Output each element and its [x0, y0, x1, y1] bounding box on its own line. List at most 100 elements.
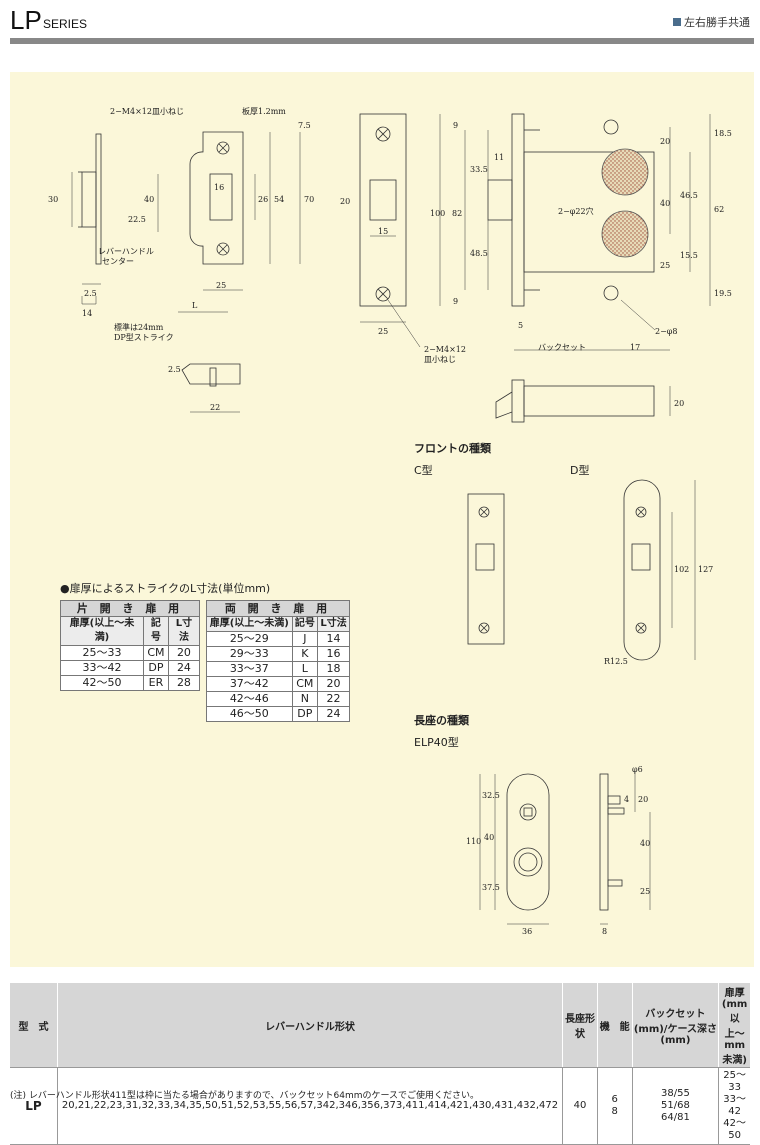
dim-54: 54 — [274, 195, 284, 204]
esc-dim-8: 8 — [602, 927, 607, 936]
dim-19-5: 19.5 — [714, 289, 732, 298]
dim-22-5: 22.5 — [128, 215, 146, 224]
dim-11: 11 — [494, 153, 504, 162]
dim-100: 100 — [430, 209, 445, 218]
esc-dim-40b: 40 — [640, 839, 650, 848]
dim-5: 5 — [518, 321, 523, 330]
dim-25c: 25 — [660, 261, 670, 270]
dim-15: 15 — [378, 227, 388, 236]
hand-badge: 左右勝手共通 — [673, 14, 750, 30]
footnote: (注) レバーハンドル形状411型は枠に当たる場合がありますので、バックセット6… — [10, 1091, 480, 1101]
esc-dim-40: 40 — [484, 833, 494, 842]
col-escutcheon: 長座形状 — [562, 983, 598, 1068]
dim-2-5b: 2.5 — [168, 365, 181, 374]
dim-2-5: 2.5 — [84, 289, 97, 298]
dim-26: 26 — [258, 195, 268, 204]
dim-20: 20 — [340, 197, 350, 206]
dim-40: 40 — [144, 195, 154, 204]
dim-17: 17 — [630, 343, 640, 352]
screw-top-label: 2−M4×12皿小ねじ — [110, 107, 184, 116]
esc-dim-20: 20 — [638, 795, 648, 804]
double-col-l: L寸法 — [317, 616, 350, 632]
dim-22: 22 — [210, 403, 220, 412]
col-model: 型 式 — [10, 983, 58, 1068]
square-icon — [673, 18, 681, 26]
single-col-code: 記号 — [142, 616, 169, 646]
standard-label-2: DP型ストライク — [114, 333, 174, 342]
dim-33-5: 33.5 — [470, 165, 488, 174]
front-type-c: C型 — [414, 464, 433, 477]
dim-14: 14 — [82, 309, 92, 318]
double-door-group: 両 開 き 扉 用 — [206, 600, 350, 617]
dim-L: L — [192, 301, 198, 310]
handles-cell: 20,21,22,23,31,32,33,34,35,50,51,52,53,5… — [56, 1067, 563, 1145]
dim-9: 9 — [453, 121, 458, 130]
col-handle: レバーハンドル形状 — [56, 983, 563, 1068]
dim-7-5: 7.5 — [298, 121, 311, 130]
dim-127: 127 — [698, 565, 713, 574]
esc-dim-37-5: 37.5 — [482, 883, 500, 892]
hole22-label: 2−φ22穴 — [558, 206, 594, 216]
dim-82: 82 — [452, 209, 462, 218]
table-row: LP 20,21,22,23,31,32,33,34,35,50,51,52,5… — [10, 1067, 750, 1145]
header-bar — [10, 38, 754, 44]
double-col-thickness: 扉厚(以上〜未満) — [206, 616, 293, 632]
dim-25b: 25 — [378, 327, 388, 336]
dim-20b: 20 — [660, 137, 670, 146]
dim-16: 16 — [214, 183, 224, 192]
single-col-l: L寸法 — [167, 616, 201, 646]
col-backset: バックセット(mm)/ケース深さ(mm) — [631, 983, 719, 1068]
esc-dim-4: 4 — [624, 795, 629, 804]
single-door-group: 片 開 き 扉 用 — [60, 600, 200, 617]
plate-thickness-label: 板厚1.2mm — [242, 106, 286, 116]
esc-dim-36: 36 — [522, 927, 532, 936]
drawing-panel: 2−M4×12皿小ねじ 板厚1.2mm レバーハンドル センター 標準は24mm… — [10, 72, 754, 967]
model-cell: LP — [10, 1067, 58, 1145]
screw-bottom-label-1: 2−M4×12 — [424, 345, 466, 354]
esc-dim-110: 110 — [466, 837, 481, 846]
dim-20c: 20 — [674, 399, 684, 408]
dim-46-5: 46.5 — [680, 191, 698, 200]
technical-drawing: 2−M4×12皿小ねじ 板厚1.2mm レバーハンドル センター 標準は24mm… — [48, 106, 732, 936]
hole8-label: 2−φ8 — [655, 327, 677, 336]
screw-bottom-label-2: 皿小ねじ — [424, 355, 456, 364]
esc-dim-25: 25 — [640, 887, 650, 896]
single-col-thickness: 扉厚(以上〜未満) — [60, 616, 144, 646]
lever-center-label-1: レバーハンドル — [98, 247, 154, 256]
dim-18-5: 18.5 — [714, 129, 732, 138]
double-col-code: 記号 — [291, 616, 319, 632]
series-title: LP — [10, 5, 42, 35]
dim-9b: 9 — [453, 297, 458, 306]
spec-table: 型 式 レバーハンドル形状 長座形状 機 能 バックセット(mm)/ケース深さ(… — [10, 983, 750, 1145]
dim-25: 25 — [216, 281, 226, 290]
hand-label: 左右勝手共通 — [684, 16, 750, 29]
standard-label-1: 標準は24mm — [114, 322, 164, 332]
escutcheon-cell: 40 — [562, 1067, 598, 1145]
col-function: 機 能 — [596, 983, 633, 1068]
dim-102: 102 — [674, 565, 689, 574]
dim-30: 30 — [48, 195, 58, 204]
esc-dim-phi6: φ6 — [632, 765, 643, 774]
dim-15-5: 15.5 — [680, 251, 698, 260]
strike-table-title: ●扉厚によるストライクのL寸法(単位mm) — [60, 582, 271, 595]
escutcheon-title: 長座の種類 — [414, 714, 469, 727]
backset-label: バックセット — [538, 343, 586, 352]
dim-40b: 40 — [660, 199, 670, 208]
dim-70: 70 — [304, 195, 314, 204]
dim-62: 62 — [714, 205, 724, 214]
dim-48-5: 48.5 — [470, 249, 488, 258]
col-thickness: 扉厚(mm以上〜mm未満) — [718, 983, 750, 1068]
series-subtitle: SERIES — [43, 17, 88, 31]
